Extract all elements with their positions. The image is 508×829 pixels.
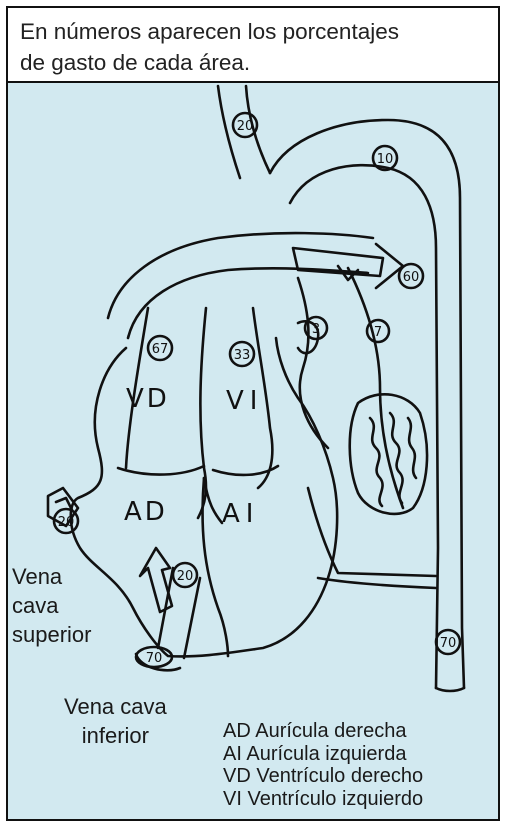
badge-descending-aorta-text: 70 xyxy=(440,636,457,651)
legend: AD Aurícula derecha AI Aurícula izquierd… xyxy=(223,720,423,810)
pulmonary-arc-lower xyxy=(128,268,368,338)
kidney-wavy-1 xyxy=(370,418,383,506)
badge-top-vessel-text: 20 xyxy=(237,119,254,134)
badge-vena-cava-inferior-text: 70 xyxy=(146,651,163,666)
legend-item-ad: AD Aurícula derecha xyxy=(223,720,423,743)
chamber-label-ai: AI xyxy=(222,499,259,529)
badge-descending-aorta: 70 xyxy=(436,630,460,654)
legend-item-vd: VD Ventrículo derecho xyxy=(223,765,423,788)
badge-ventricle-left: 67 xyxy=(148,336,172,360)
badge-coronary-small-text: 3 xyxy=(312,322,320,337)
badge-vena-cava-junction: 20 xyxy=(173,563,197,587)
badge-ventricle-left-text: 67 xyxy=(152,342,169,357)
chamber-label-vi: VI xyxy=(226,386,263,416)
badge-aorta-branch-text: 60 xyxy=(403,270,420,285)
legend-item-vi: VI Ventrículo izquierdo xyxy=(223,788,423,811)
arch-arrow-body xyxy=(293,248,383,276)
badge-hepatic-text: 7 xyxy=(374,325,382,340)
badge-hepatic: 7 xyxy=(367,320,389,342)
badge-vena-cava-inferior: 70 xyxy=(136,647,172,667)
badge-aortic-arch-text: 10 xyxy=(377,152,394,167)
aortic-arch-outer xyxy=(270,120,464,688)
diagram-panel: En números aparecen los porcentajes de g… xyxy=(6,6,500,821)
pulmonary-arc-upper xyxy=(108,233,373,318)
badge-vena-cava-superior-text: 20 xyxy=(58,515,75,530)
vcs-label-line-2: cava xyxy=(12,591,91,620)
badge-aortic-arch: 10 xyxy=(373,146,397,170)
badge-ventricle-right-text: 33 xyxy=(234,348,251,363)
chamber-label-vd: VD xyxy=(126,384,170,414)
vci-label-line-1: Vena cava xyxy=(64,692,167,721)
kidney-wavy-3 xyxy=(408,418,416,478)
vcs-label-line-1: Vena xyxy=(12,562,91,591)
badge-vena-cava-junction-text: 20 xyxy=(177,569,194,584)
badge-aorta-branch: 60 xyxy=(399,264,423,288)
vena-cava-superior-label: Vena cava superior xyxy=(12,562,91,649)
lower-body-loop-inner xyxy=(318,578,436,588)
legend-item-ai: AI Aurícula izquierda xyxy=(223,743,423,766)
chamber-label-ad: AD xyxy=(124,497,168,527)
descending-aorta-bottom xyxy=(436,688,464,691)
vcs-label-line-3: superior xyxy=(12,620,91,649)
vena-cava-inferior-label: Vena cava inferior xyxy=(64,692,167,750)
av-line-left xyxy=(118,466,204,475)
badge-ventricle-right: 33 xyxy=(230,342,254,366)
ivc-right-wall xyxy=(184,578,200,658)
vci-label-line-2: inferior xyxy=(64,721,167,750)
badge-vena-cava-superior: 20 xyxy=(54,509,78,533)
